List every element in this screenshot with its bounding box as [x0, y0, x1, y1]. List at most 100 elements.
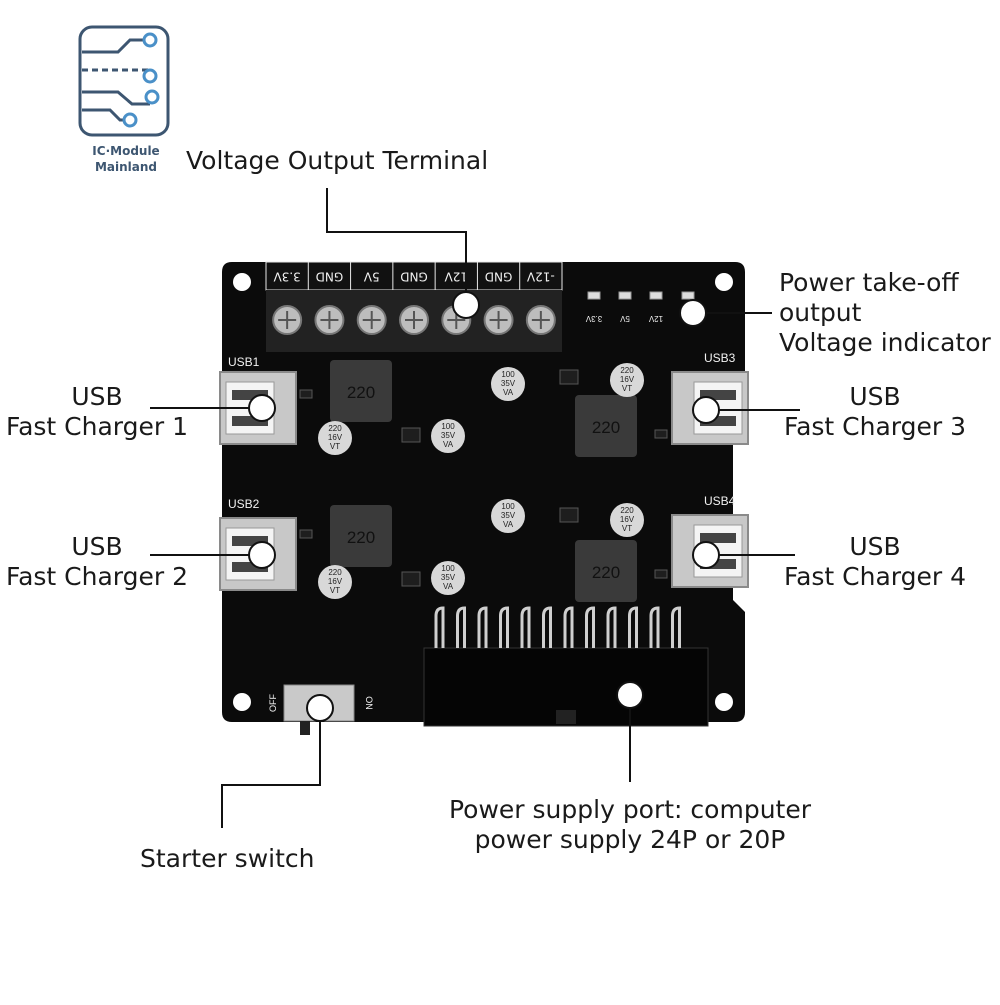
smd-chips	[299, 369, 668, 587]
connector-pin	[563, 606, 574, 648]
callout-power-indicator-line-3: Voltage indicator	[779, 328, 991, 357]
capacitor: 220 16V VT	[610, 363, 644, 397]
svg-text:35V: 35V	[501, 511, 516, 520]
callout-usb1-line-1: USB	[71, 382, 123, 411]
callout-usb3: USB Fast Charger 3	[782, 382, 968, 442]
callout-power-indicator-line-2: output	[779, 298, 862, 327]
svg-text:16V: 16V	[328, 577, 343, 586]
svg-text:VA: VA	[443, 582, 454, 591]
svg-text:220: 220	[328, 424, 342, 433]
inductor-marking-2: 220	[347, 528, 375, 547]
svg-text:VT: VT	[330, 442, 340, 451]
atx-24p-connector	[423, 647, 709, 727]
callout-power-indicator-line-1: Power take-off	[779, 268, 959, 297]
svg-text:220: 220	[620, 366, 634, 375]
inductor: 220	[575, 395, 637, 457]
connector-pin	[434, 606, 445, 648]
connector-pin	[542, 606, 552, 648]
svg-text:VT: VT	[622, 524, 632, 533]
terminal-label: -12V	[526, 270, 555, 284]
voltage-indicator-led: 3.3V	[585, 291, 602, 323]
capacitor: 100 35V VA	[491, 367, 525, 401]
logo-line-1: IC·Module	[92, 144, 160, 158]
callout-usb3-line-2: Fast Charger 3	[783, 412, 967, 441]
callout-usb2-line-1: USB	[71, 532, 123, 561]
terminal-screw[interactable]	[356, 305, 387, 335]
svg-text:35V: 35V	[441, 573, 456, 582]
connector-pin	[628, 606, 638, 648]
callout-power-supply-port-line-2: power supply 24P or 20P	[474, 825, 786, 854]
svg-text:35V: 35V	[441, 431, 456, 440]
voltage-indicator-led: 5V	[618, 291, 632, 323]
svg-text:VA: VA	[443, 440, 454, 449]
logo-line-2: Mainland	[94, 160, 158, 174]
svg-text:VT: VT	[622, 384, 632, 393]
usb-port-label: USB2	[228, 497, 260, 511]
inductor-marking-3: 220	[592, 418, 620, 437]
capacitor: 220 16V VT	[610, 503, 644, 537]
connector-pin	[520, 606, 531, 648]
terminal-label: GND	[316, 270, 344, 284]
capacitor: 220 16V VT	[318, 565, 352, 599]
connector-pin	[649, 606, 660, 648]
inductor-marking-1: 220	[347, 383, 375, 402]
capacitor: 220 16V VT	[318, 421, 352, 455]
inductor: 220	[330, 505, 392, 567]
connector-pin	[456, 606, 466, 648]
callout-starter-switch: Starter switch	[140, 844, 315, 873]
terminal-screw[interactable]	[314, 305, 345, 335]
voltage-indicator-led	[681, 291, 695, 300]
usb-port-4[interactable]	[671, 514, 749, 588]
terminal-screw[interactable]	[272, 305, 303, 335]
terminal-label: 5V	[363, 270, 380, 284]
callout-lines	[150, 188, 800, 828]
terminal-screw[interactable]	[525, 305, 556, 335]
terminal-label: GND	[485, 270, 513, 284]
usb-port-label: USB3	[704, 351, 736, 365]
usb-port-label: USB4	[704, 494, 736, 508]
callout-usb3-line-1: USB	[849, 382, 901, 411]
svg-text:220: 220	[620, 506, 634, 515]
switch-off-label: OFF	[268, 694, 278, 712]
svg-text:35V: 35V	[501, 379, 516, 388]
svg-text:100: 100	[441, 422, 455, 431]
terminal-label: 3.3V	[273, 270, 301, 284]
switch-on-label: ON	[364, 696, 374, 710]
callout-markers	[248, 291, 720, 722]
ic-module-logo-icon	[78, 25, 170, 137]
svg-text:16V: 16V	[620, 375, 635, 384]
svg-text:VT: VT	[330, 586, 340, 595]
svg-text:100: 100	[441, 564, 455, 573]
svg-text:220: 220	[328, 568, 342, 577]
callout-power-supply-port: Power supply port: computer power supply…	[420, 795, 840, 855]
callout-usb4-line-1: USB	[849, 532, 901, 561]
terminal-screw[interactable]	[483, 305, 514, 335]
svg-text:VA: VA	[503, 388, 514, 397]
capacitor: 100 35V VA	[491, 499, 525, 533]
inductor: 220	[330, 360, 392, 422]
callout-power-supply-port-line-1: Power supply port: computer	[448, 795, 811, 824]
callout-usb1: USB Fast Charger 1	[4, 382, 190, 442]
callout-power-indicator: Power take-off output Voltage indicator	[779, 268, 991, 358]
connector-pin	[477, 606, 488, 648]
terminal-label: 12V	[444, 270, 468, 284]
connector-pin	[606, 606, 617, 648]
svg-text:100: 100	[501, 370, 515, 379]
led-label: 5V	[619, 314, 629, 323]
callout-usb2-line-2: Fast Charger 2	[5, 562, 189, 591]
callout-voltage-output-terminal: Voltage Output Terminal	[186, 146, 489, 175]
usb-port-label: USB1	[228, 355, 260, 369]
terminal-screw[interactable]	[399, 305, 429, 335]
capacitor: 100 35V VA	[431, 561, 465, 595]
callout-usb4: USB Fast Charger 4	[782, 532, 968, 592]
connector-pin	[585, 606, 595, 648]
connector-pin	[499, 606, 509, 648]
capacitor: 100 35V VA	[431, 419, 465, 453]
svg-text:VA: VA	[503, 520, 514, 529]
callout-usb2: USB Fast Charger 2	[4, 532, 190, 592]
led-label: 3.3V	[585, 314, 602, 323]
callout-usb1-line-2: Fast Charger 1	[5, 412, 189, 441]
led-label: 12V	[648, 314, 663, 323]
